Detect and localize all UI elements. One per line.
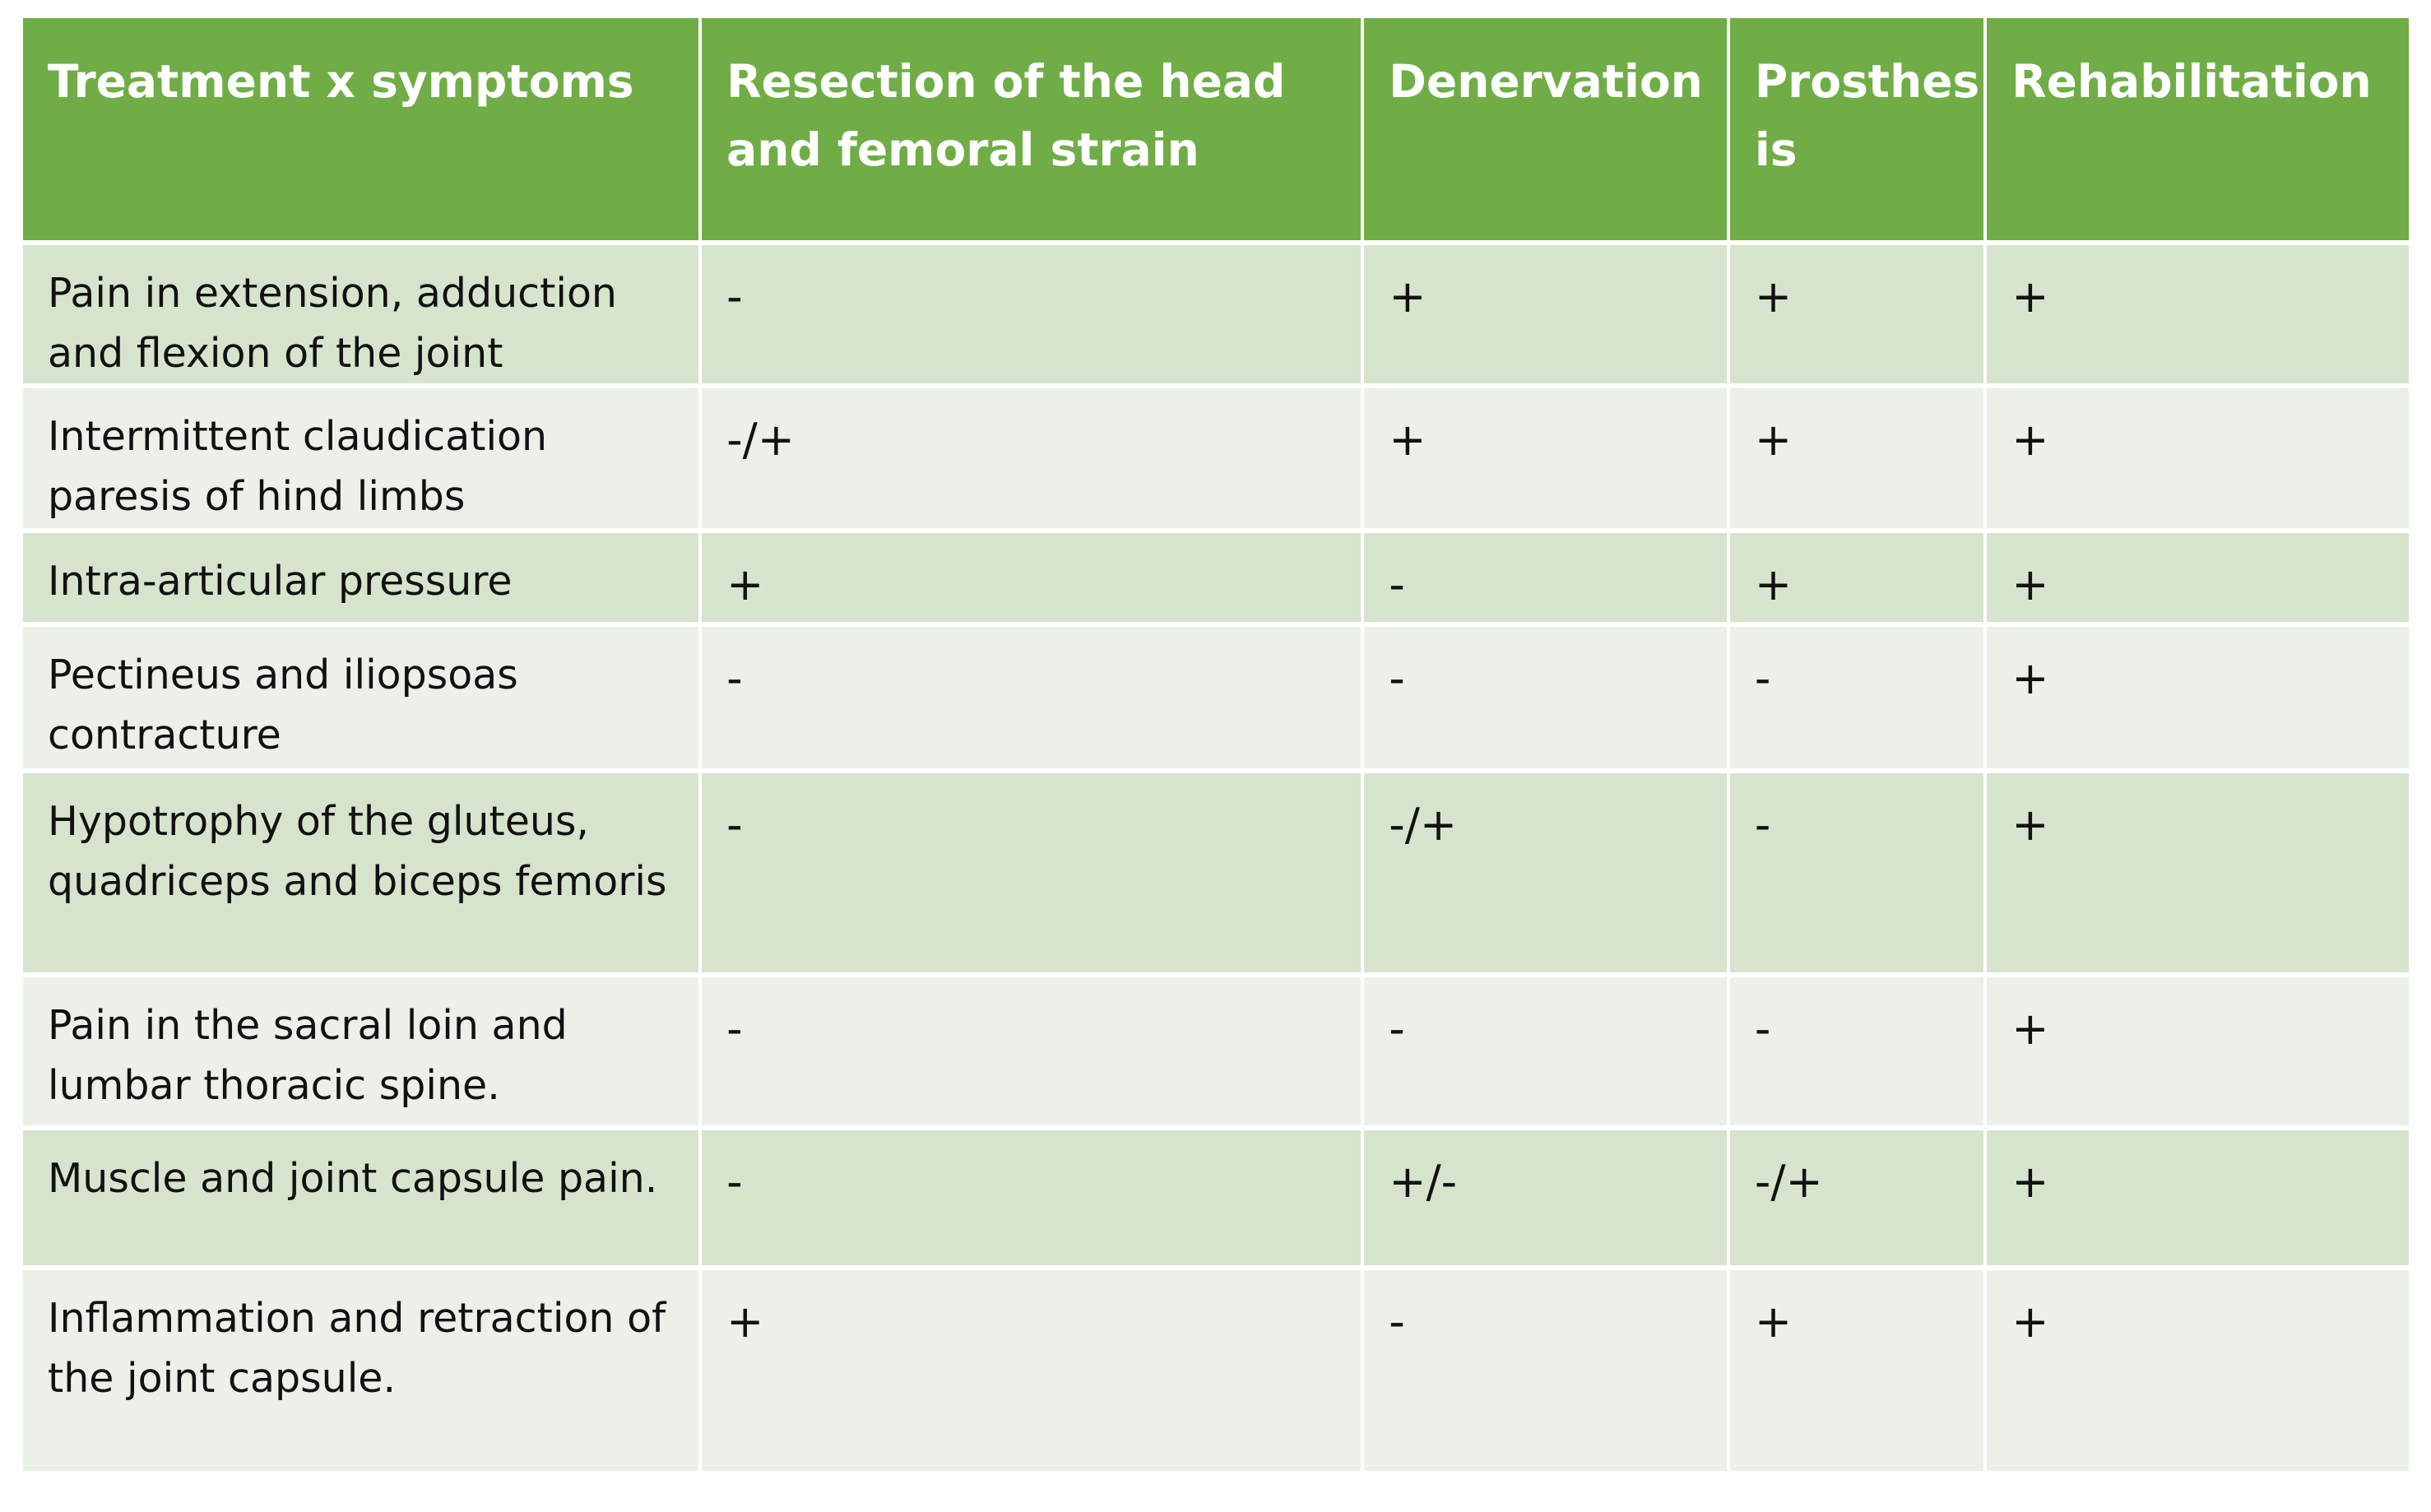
header-row: Treatment x symptoms Resection of the he… (23, 18, 2409, 240)
table-row: Muscle and joint capsule pain. - +/- -/+… (23, 1130, 2409, 1265)
resection-cell: - (702, 977, 1362, 1125)
prosthesis-cell: + (1729, 388, 1984, 528)
symptom-cell: Muscle and joint capsule pain. (23, 1130, 699, 1265)
prosthesis-cell: - (1729, 627, 1984, 768)
rehabilitation-cell: + (1987, 977, 2409, 1125)
symptom-cell: Inflammation and retraction of the joint… (23, 1270, 699, 1471)
symptom-cell: Pectineus and iliopsoas contracture (23, 627, 699, 768)
table-row: Inflammation and retraction of the joint… (23, 1270, 2409, 1471)
denervation-cell: - (1364, 533, 1727, 622)
denervation-cell: +/- (1364, 1130, 1727, 1265)
prosthesis-cell: + (1729, 245, 1984, 383)
resection-cell: - (702, 1130, 1362, 1265)
treatment-symptoms-table: Treatment x symptoms Resection of the he… (20, 13, 2412, 1476)
prosthesis-cell: -/+ (1729, 1130, 1984, 1265)
resection-cell: -/+ (702, 388, 1362, 528)
table-row: Pain in the sacral loin and lumbar thora… (23, 977, 2409, 1125)
denervation-cell: - (1364, 977, 1727, 1125)
table-row: Intra-articular pressure + - + + (23, 533, 2409, 622)
prosthesis-cell: + (1729, 1270, 1984, 1471)
rehabilitation-cell: + (1987, 1270, 2409, 1471)
table-row: Pectineus and iliopsoas contracture - - … (23, 627, 2409, 768)
rehabilitation-cell: + (1987, 627, 2409, 768)
denervation-cell: - (1364, 627, 1727, 768)
table-row: Hypotrophy of the gluteus, quadriceps an… (23, 773, 2409, 972)
prosthesis-cell: - (1729, 773, 1984, 972)
denervation-cell: + (1364, 388, 1727, 528)
header-prosthesis: Prosthes is (1729, 18, 1984, 240)
header-treatment-x-symptoms: Treatment x symptoms (23, 18, 699, 240)
header-denervation: Denervation (1364, 18, 1727, 240)
rehabilitation-cell: + (1987, 388, 2409, 528)
resection-cell: + (702, 1270, 1362, 1471)
denervation-cell: -/+ (1364, 773, 1727, 972)
rehabilitation-cell: + (1987, 773, 2409, 972)
treatment-symptoms-table-container: Treatment x symptoms Resection of the he… (23, 18, 2409, 1476)
symptom-cell: Pain in the sacral loin and lumbar thora… (23, 977, 699, 1125)
resection-cell: - (702, 773, 1362, 972)
symptom-cell: Hypotrophy of the gluteus, quadriceps an… (23, 773, 699, 972)
symptom-cell: Intermittent claudication paresis of hin… (23, 388, 699, 528)
denervation-cell: + (1364, 245, 1727, 383)
denervation-cell: - (1364, 1270, 1727, 1471)
rehabilitation-cell: + (1987, 533, 2409, 622)
table-row: Intermittent claudication paresis of hin… (23, 388, 2409, 528)
prosthesis-cell: + (1729, 533, 1984, 622)
symptom-cell: Pain in extension, adduction and flexion… (23, 245, 699, 383)
symptom-cell: Intra-articular pressure (23, 533, 699, 622)
resection-cell: + (702, 533, 1362, 622)
prosthesis-cell: - (1729, 977, 1984, 1125)
rehabilitation-cell: + (1987, 245, 2409, 383)
header-resection: Resection of the head and femoral strain (702, 18, 1362, 240)
resection-cell: - (702, 245, 1362, 383)
header-rehabilitation: Rehabilitation (1987, 18, 2409, 240)
resection-cell: - (702, 627, 1362, 768)
rehabilitation-cell: + (1987, 1130, 2409, 1265)
table-row: Pain in extension, adduction and flexion… (23, 245, 2409, 383)
